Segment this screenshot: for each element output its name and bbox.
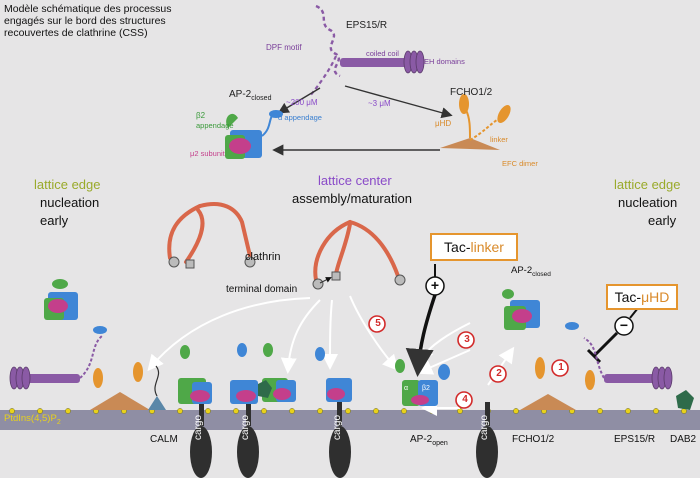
cargo-label-2: cargo: [240, 414, 251, 440]
efc-dimer-label: EFC dimer: [502, 159, 538, 168]
ap2-left-floating: [44, 279, 107, 334]
fcho-right: [520, 357, 595, 410]
beta2-small-label: β2: [422, 385, 430, 392]
muhd-label: μHD: [435, 119, 452, 128]
clathrin-terminal-left-1: [168, 256, 180, 268]
cargo-label-3: cargo: [332, 414, 343, 440]
ap2-membrane-2: [230, 343, 258, 404]
ap2-closed-top-label: AP-2closed: [229, 89, 272, 102]
ap2-closed-right-label: AP-2closed: [511, 265, 551, 278]
plus-symbol: +: [430, 277, 440, 293]
ap2-open-label: AP-2open: [410, 434, 448, 447]
nucleation-right: nucleation: [618, 195, 678, 210]
ap2-closed-right: [502, 289, 579, 330]
nucleation-left: nucleation: [40, 195, 100, 210]
ap2-membrane-1: [178, 345, 212, 404]
tac-muhd-bar: [586, 348, 602, 364]
early-right: early: [648, 213, 677, 228]
lattice-edge-right: lattice edge: [614, 177, 681, 192]
terminal-domain-label: terminal domain: [226, 284, 298, 295]
early-left: early: [40, 213, 69, 228]
mu2-subunit-label: μ2 subunit: [190, 149, 225, 158]
step-2: 2: [496, 368, 502, 379]
ap2-open: [395, 359, 450, 406]
step-4: 4: [462, 394, 468, 405]
figure-caption: Modèle schématique des processus engagés…: [4, 3, 239, 39]
dab2-center: [258, 380, 272, 398]
appendage-label: appendage: [196, 121, 234, 130]
clathrin-label: clathrin: [245, 251, 281, 263]
fcho-membrane-label: FCHO1/2: [512, 434, 555, 445]
fcho-left: [90, 362, 150, 410]
recruitment-arrows: [147, 295, 515, 416]
lattice-center-label: lattice center: [318, 173, 392, 188]
dab2-label: DAB2: [670, 434, 697, 445]
ap2-closed-top: [225, 110, 283, 159]
calm-label: CALM: [150, 434, 178, 445]
caption-line-1: Modèle schématique des processus: [4, 3, 172, 15]
cargo-label-1: cargo: [193, 414, 204, 440]
eps15-left: [9, 335, 103, 390]
membrane-bilayer: [0, 410, 700, 430]
step-3: 3: [464, 334, 470, 345]
eps15-membrane-label: EPS15/R: [614, 434, 656, 445]
minus-symbol-circle: [614, 316, 634, 336]
caption-line-2: engagés sur le bord des structures: [4, 15, 166, 28]
eps15-top-label: EPS15/R: [346, 20, 388, 31]
alpha-label: α: [404, 385, 409, 392]
step-1: 1: [558, 362, 564, 373]
arrow-to-ap2: [277, 87, 321, 114]
tac-muhd-box: Tac-μHD: [606, 284, 678, 310]
step-5: 5: [375, 318, 381, 329]
caption-line-3: recouvertes de clathrine (CSS): [4, 27, 148, 40]
minus-symbol: −: [619, 317, 629, 333]
fcho-top-label: FCHO1/2: [450, 87, 493, 98]
lattice-edge-left: lattice edge: [34, 177, 101, 192]
clathrin-terminal-center-2: [394, 274, 406, 286]
tac-linker-arrow: [405, 294, 437, 377]
alpha-appendage-label: α appendage: [278, 113, 322, 122]
ptdins-label: PtdIns(4,5)P2: [4, 413, 61, 426]
dpf-motif-label: DPF motif: [266, 43, 302, 52]
clathrin-terminal-left-2: [244, 256, 256, 268]
cargo-label-4: cargo: [479, 414, 490, 440]
tac-linker-box: Tac-linker: [430, 233, 518, 261]
eps15-right: [583, 337, 673, 390]
coiled-coil-label: coiled coil: [366, 49, 399, 58]
ap2-membrane-4: [315, 347, 352, 402]
eh-domains-label: EH domains: [424, 57, 465, 66]
terminal-domain-pointer: [319, 277, 332, 284]
clathrin-terminal-center-1: [312, 278, 324, 290]
assembly-label: assembly/maturation: [292, 191, 412, 206]
eps15-top: [309, 4, 425, 97]
step-markers: [368, 315, 569, 409]
clathrin-center: [313, 220, 400, 282]
tac-muhd-inhibit: [592, 331, 619, 358]
beta2-label: β2: [196, 111, 206, 120]
clathrin-left: [167, 202, 252, 264]
dab2-right: [676, 390, 694, 410]
calm-protein: [148, 365, 166, 410]
affinity-3-label: ~3 μM: [368, 99, 391, 108]
cargo-molecules: [190, 402, 498, 478]
clathrin-terminal-left-3: [185, 259, 195, 269]
clathrin-terminal-center-3: [331, 271, 341, 281]
affinity-200-label: ~200 μM: [286, 98, 318, 107]
arrow-to-fcho: [344, 85, 453, 119]
fcho-top: [440, 94, 511, 150]
linker-label: linker: [490, 135, 508, 144]
